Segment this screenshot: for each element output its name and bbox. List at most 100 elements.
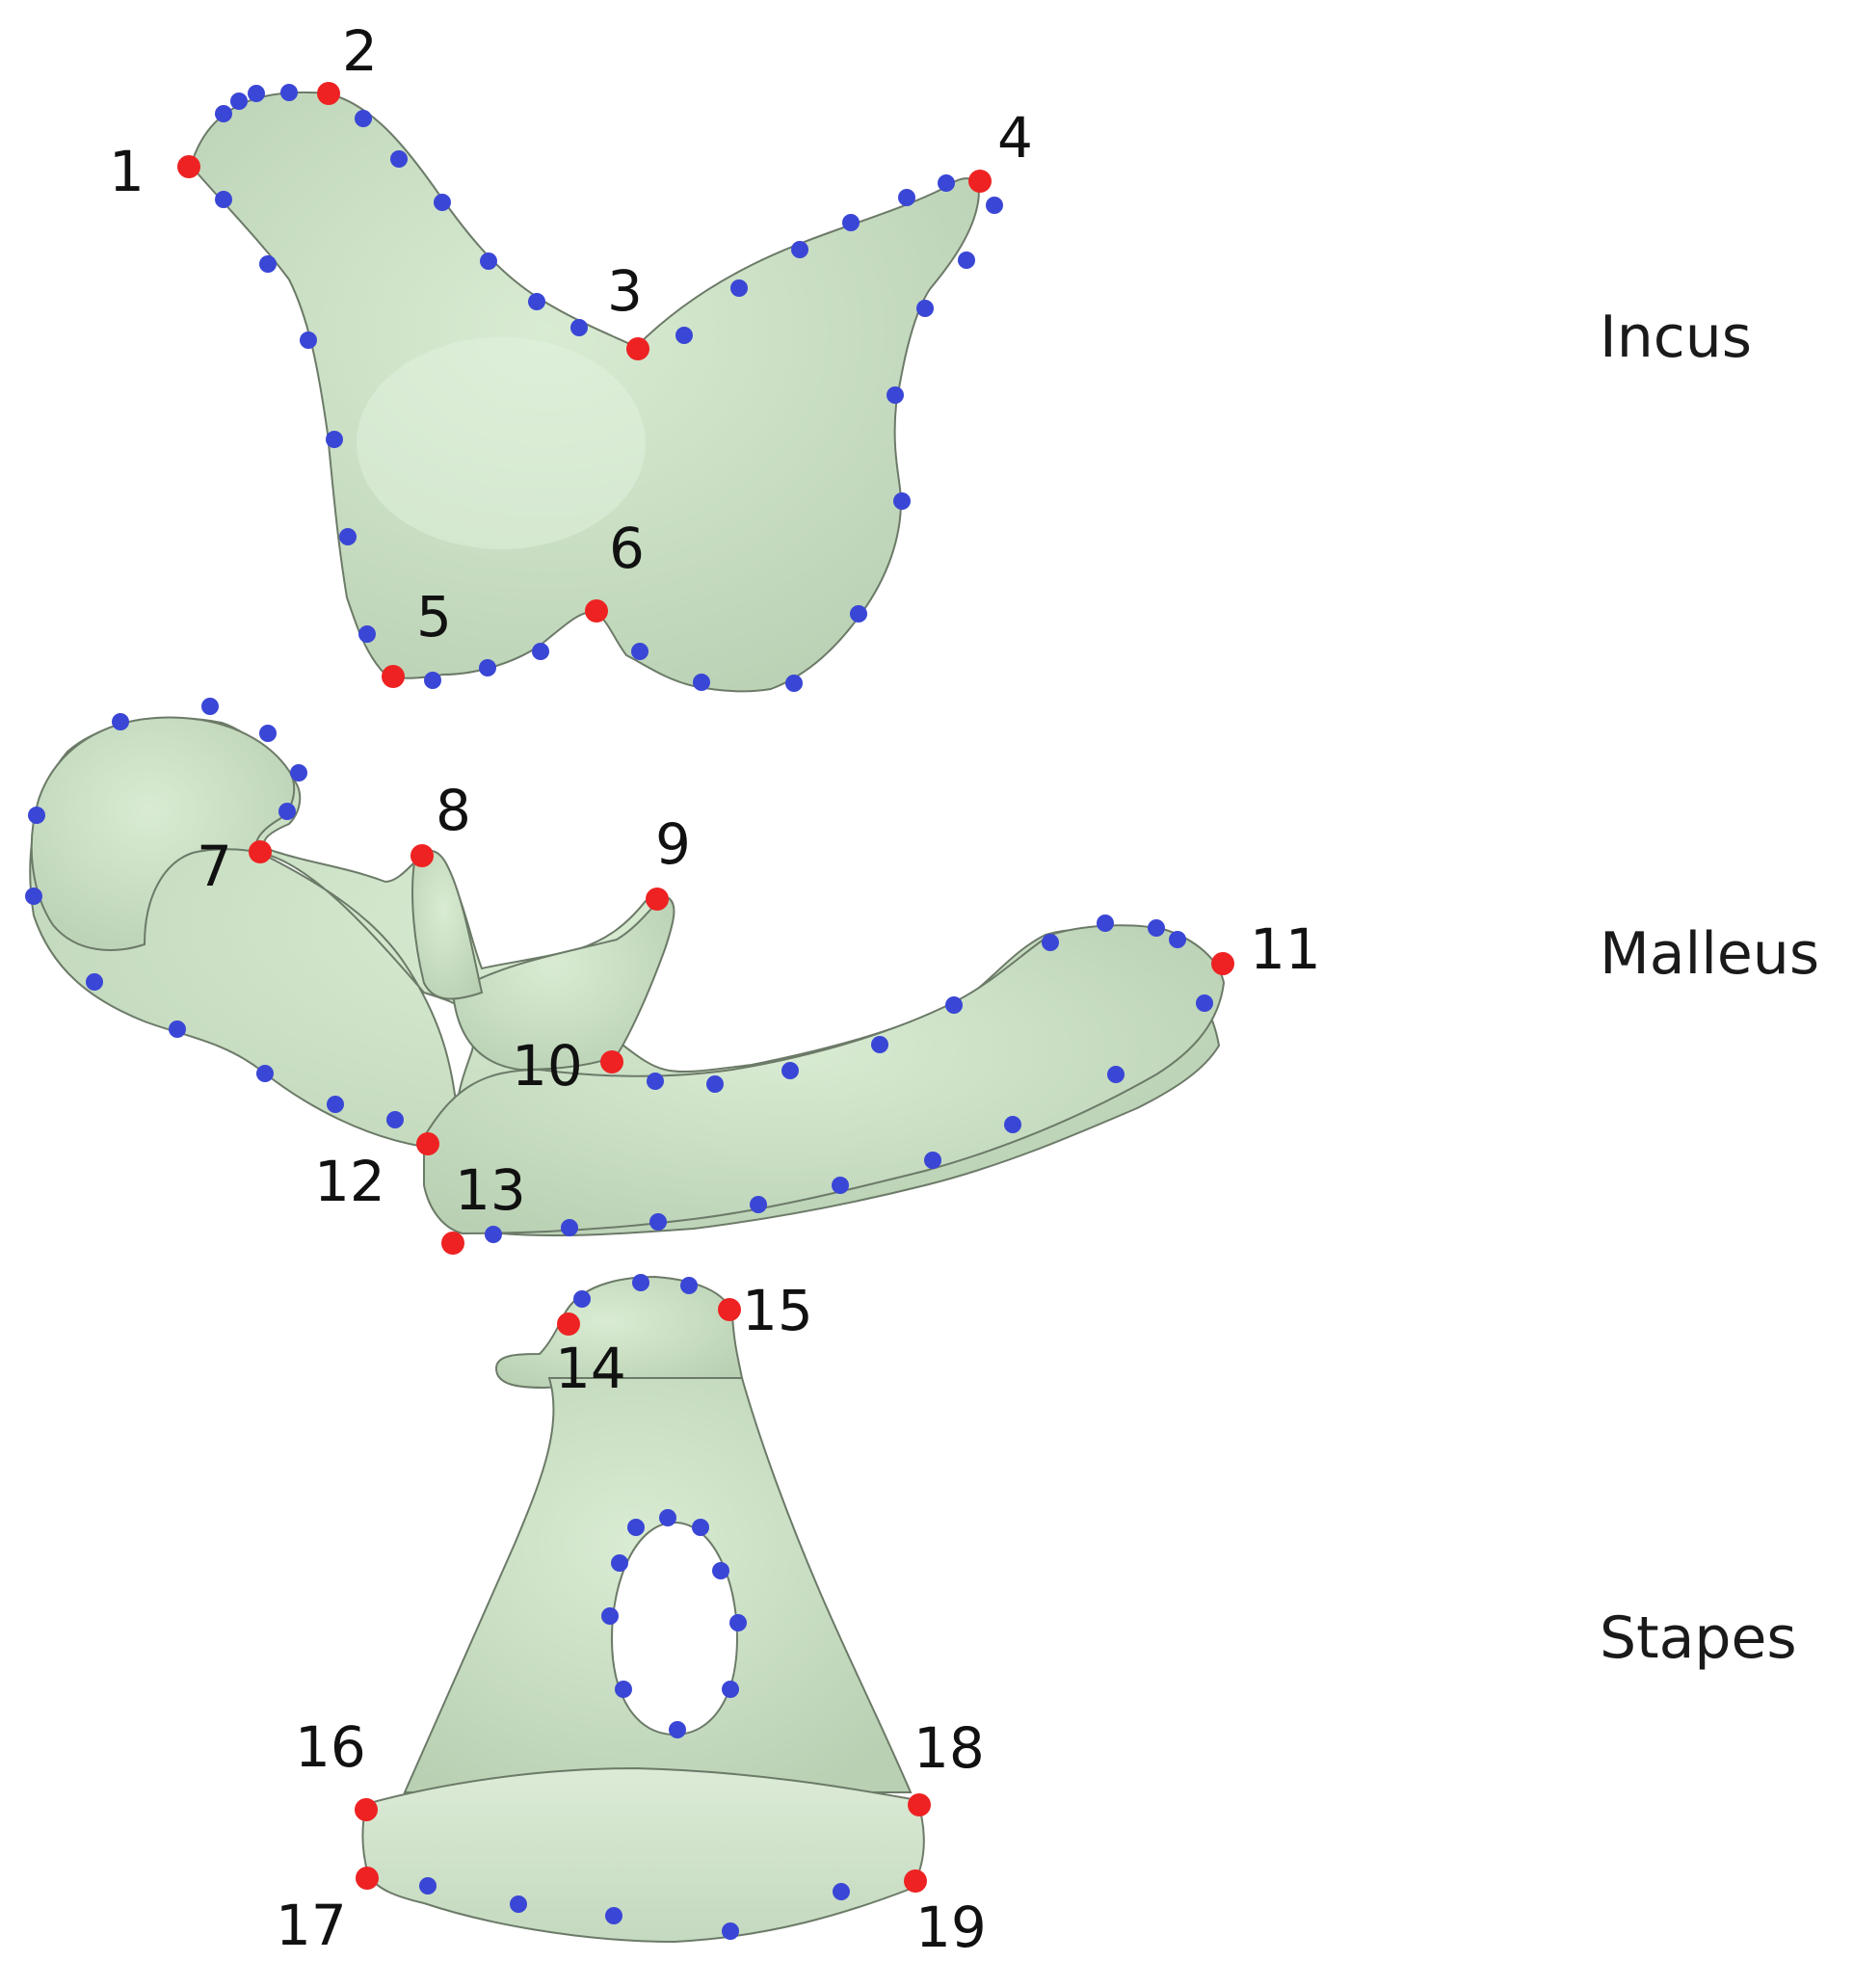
semilandmark — [290, 764, 307, 782]
landmark-numbers: 1 2 3 4 5 6 7 8 9 10 11 12 13 14 15 16 1… — [109, 18, 1321, 1960]
semilandmark — [706, 1075, 724, 1093]
semilandmark — [1148, 919, 1165, 937]
semilandmark — [712, 1562, 729, 1579]
semilandmark — [280, 84, 298, 101]
semilandmark — [887, 386, 904, 404]
semilandmark-points — [25, 84, 1213, 1940]
landmark-16-dot — [355, 1798, 378, 1821]
landmark-label: 6 — [609, 516, 645, 581]
semilandmark — [722, 1922, 739, 1940]
semilandmark — [631, 643, 649, 660]
landmark-10-dot — [600, 1050, 623, 1074]
semilandmark — [215, 191, 232, 208]
landmark-label: 8 — [436, 778, 471, 843]
stapes-head — [494, 1275, 744, 1390]
bone-labels: Incus Malleus Stapes — [1600, 304, 1819, 1672]
landmark-label: 18 — [913, 1715, 985, 1781]
semilandmark — [485, 1226, 502, 1243]
semilandmark — [693, 674, 710, 691]
semilandmark — [842, 214, 860, 231]
landmark-2-dot — [317, 82, 340, 105]
semilandmark — [605, 1907, 622, 1924]
landmark-label: 3 — [607, 258, 643, 324]
semilandmark — [945, 996, 963, 1014]
semilandmark — [358, 625, 376, 643]
semilandmark — [938, 174, 955, 192]
semilandmark — [1097, 914, 1114, 932]
landmark-label: 13 — [455, 1157, 526, 1223]
landmark-17-dot — [356, 1867, 379, 1890]
landmark-18-dot — [908, 1793, 931, 1816]
landmark-label: 11 — [1250, 916, 1321, 982]
semilandmark — [627, 1519, 645, 1536]
semilandmark — [1196, 994, 1213, 1012]
landmark-13-dot — [441, 1232, 464, 1255]
semilandmark — [632, 1274, 649, 1291]
semilandmark — [169, 1021, 186, 1038]
semilandmark — [256, 1065, 274, 1082]
landmark-8-dot — [410, 844, 434, 867]
semilandmark — [112, 713, 129, 730]
semilandmark — [355, 110, 372, 127]
malleus-bone — [29, 716, 1226, 1237]
semilandmark — [419, 1877, 437, 1895]
semilandmark — [649, 1213, 667, 1231]
landmark-label: 15 — [742, 1278, 813, 1343]
landmark-4-dot — [968, 170, 992, 193]
landmark-label: 1 — [109, 139, 145, 204]
semilandmark — [28, 807, 45, 824]
semilandmark — [986, 197, 1003, 214]
malleus-label: Malleus — [1600, 920, 1819, 988]
semilandmark — [86, 973, 103, 991]
semilandmark — [832, 1177, 849, 1194]
semilandmark — [781, 1062, 799, 1079]
semilandmark — [785, 675, 803, 692]
landmark-label: 9 — [655, 811, 691, 877]
semilandmark — [215, 105, 232, 122]
semilandmark — [201, 698, 219, 715]
landmark-15-dot — [718, 1298, 741, 1321]
semilandmark — [750, 1196, 767, 1213]
semilandmark — [510, 1895, 527, 1913]
semilandmark — [248, 85, 265, 102]
semilandmark — [573, 1290, 591, 1308]
landmark-1-dot — [177, 155, 200, 178]
semilandmark — [958, 252, 975, 269]
semilandmark — [259, 725, 277, 742]
semilandmark — [1107, 1066, 1125, 1083]
landmark-label: 19 — [915, 1895, 987, 1960]
semilandmark — [730, 279, 748, 297]
semilandmark — [1004, 1116, 1021, 1133]
landmark-label: 14 — [555, 1336, 626, 1401]
landmark-14-dot — [557, 1312, 580, 1336]
semilandmark — [669, 1721, 686, 1738]
semilandmark — [601, 1607, 619, 1625]
semilandmark — [1042, 934, 1059, 951]
semilandmark — [390, 150, 408, 168]
semilandmark — [570, 319, 588, 336]
landmark-label: 17 — [276, 1893, 347, 1958]
landmark-label: 10 — [512, 1033, 583, 1099]
semilandmark — [615, 1681, 632, 1698]
semilandmark — [532, 643, 549, 660]
landmark-label: 16 — [295, 1714, 366, 1780]
malleus-spur — [411, 849, 484, 1000]
semilandmark — [278, 803, 296, 820]
semilandmark — [675, 327, 693, 344]
semilandmark — [898, 189, 915, 206]
semilandmark — [722, 1681, 739, 1698]
semilandmark — [259, 255, 277, 273]
semilandmark — [924, 1152, 941, 1169]
landmark-19-dot — [904, 1869, 927, 1893]
semilandmark — [424, 672, 441, 689]
landmark-7-dot — [249, 840, 272, 863]
landmark-points — [177, 82, 1234, 1893]
semilandmark — [327, 1096, 344, 1113]
semilandmark — [434, 194, 451, 211]
semilandmark — [528, 293, 545, 310]
semilandmark — [480, 252, 497, 270]
incus-shape — [189, 91, 980, 693]
semilandmark — [893, 492, 911, 510]
stapes-arch — [403, 1377, 913, 1793]
landmark-12-dot — [416, 1132, 439, 1155]
